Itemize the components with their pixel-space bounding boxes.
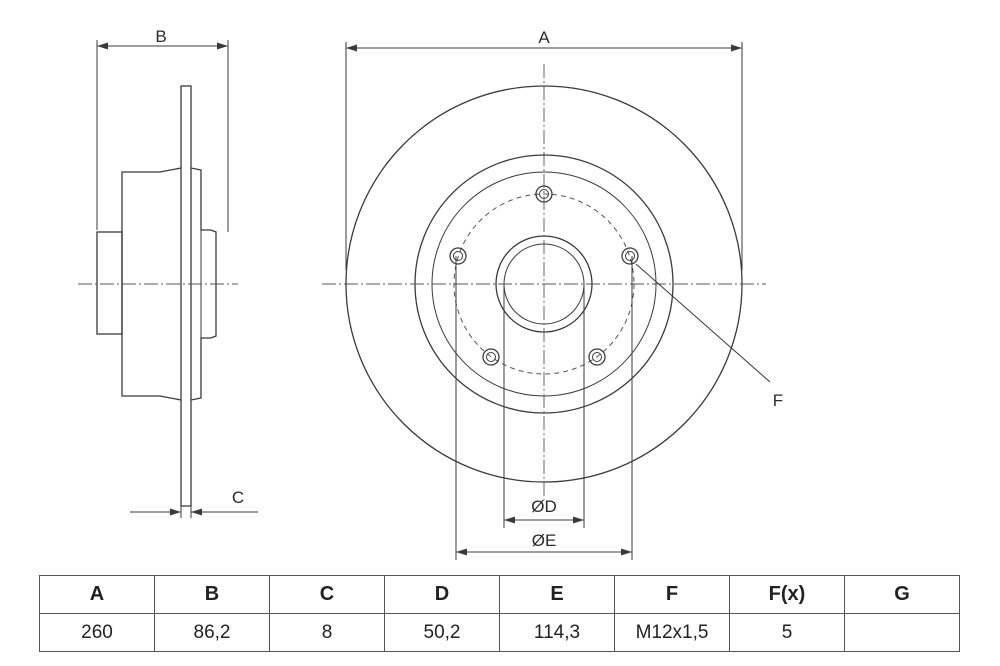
- value-b: 86,2: [154, 613, 270, 652]
- value-a: 260: [39, 613, 155, 652]
- header-a: A: [39, 575, 155, 614]
- value-f: M12x1,5: [614, 613, 730, 652]
- side-view: [78, 40, 258, 518]
- front-view: [322, 42, 771, 560]
- value-e: 114,3: [499, 613, 615, 652]
- brake-disc-drawing: B A C ØD ØE F: [78, 27, 783, 560]
- label-c: C: [232, 488, 244, 507]
- header-e: E: [499, 575, 615, 614]
- value-fx: 5: [729, 613, 845, 652]
- value-c: 8: [269, 613, 385, 652]
- label-b: B: [155, 27, 166, 46]
- header-c: C: [269, 575, 385, 614]
- header-f: F: [614, 575, 730, 614]
- value-g: [844, 613, 960, 652]
- hub-spigot-outline: [96, 231, 123, 335]
- spec-table: A B C D E F F(x) G 260 86,2 8 50,2 114,3…: [39, 575, 960, 652]
- label-d: ØD: [531, 497, 557, 516]
- leader-f-line: [635, 263, 771, 383]
- spec-value-row: 260 86,2 8 50,2 114,3 M12x1,5 5: [39, 613, 960, 652]
- label-f: F: [773, 391, 783, 410]
- bolt-holes: [449, 185, 639, 366]
- label-a: A: [538, 28, 550, 47]
- disc-plate-outline: [180, 85, 192, 507]
- header-d: D: [384, 575, 500, 614]
- header-b: B: [154, 575, 270, 614]
- value-d: 50,2: [384, 613, 500, 652]
- spec-header-row: A B C D E F F(x) G: [39, 575, 960, 614]
- header-g: G: [844, 575, 960, 614]
- label-e: ØE: [532, 531, 557, 550]
- header-fx: F(x): [729, 575, 845, 614]
